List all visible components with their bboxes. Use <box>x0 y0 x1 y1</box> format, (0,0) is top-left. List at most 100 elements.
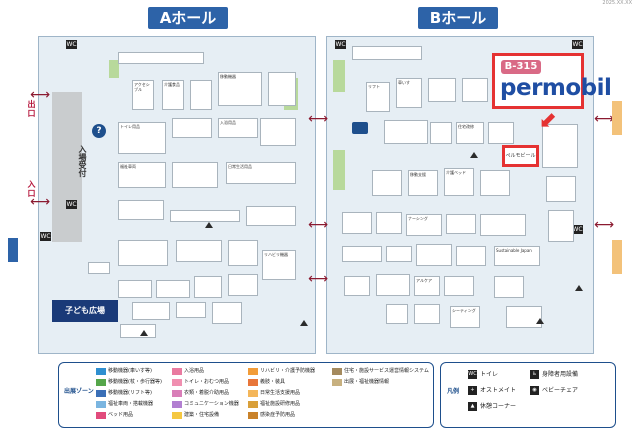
booth-block <box>156 280 190 298</box>
hall-link-arrow-icon: ⟷ <box>308 217 329 233</box>
permobil-booth[interactable]: ペルモビール <box>502 145 539 167</box>
right-gate-sign <box>612 240 622 274</box>
booth-block <box>542 124 578 168</box>
icon-legend-item: ▲休憩コーナー <box>468 402 516 411</box>
icon-legend-label: ベビーチェア <box>542 387 579 394</box>
zone-legend-item: 建築・住宅設備 <box>172 412 219 419</box>
permobil-logo: permobil <box>500 75 612 101</box>
booth-block <box>372 170 402 196</box>
zone-label: ベッド用品 <box>108 412 134 418</box>
entry-gate-label: 入口 <box>27 180 36 198</box>
zone-label: コミュニケーション機器 <box>184 401 239 407</box>
booth-block: 移動支援 <box>408 170 438 196</box>
booth-block: アルケア <box>414 276 440 296</box>
zone-legend-item: 移動機器(リフト等) <box>96 390 152 397</box>
booth-block <box>506 306 542 328</box>
booth-block: 住宅改修 <box>456 122 484 144</box>
booth-block <box>342 246 382 262</box>
zone-legend-item: 義肢・装具 <box>248 379 285 386</box>
icon-legend <box>440 362 616 428</box>
booth-block <box>176 302 206 318</box>
zone-label: 移動機器(杖・歩行器等) <box>108 379 162 385</box>
zone-label: リハビリ・介護予防機器 <box>260 368 316 374</box>
green-area <box>333 150 345 190</box>
ostomy-icon: + <box>468 386 477 395</box>
rest-area-icon: ▲ <box>468 402 477 411</box>
zone-label: 日常生活支援用品 <box>260 390 301 396</box>
zone-color-swatch <box>172 368 182 375</box>
booth-block <box>120 324 156 338</box>
booth-block: 介護食品 <box>162 80 184 110</box>
booth-block <box>414 304 440 324</box>
booth-block <box>170 210 240 222</box>
booth-block <box>444 276 474 296</box>
zone-color-swatch <box>96 379 106 386</box>
exit-arrow-icon: ⟷ <box>30 87 51 103</box>
booth-block <box>462 78 488 102</box>
booth-block: リハビリ機器 <box>262 250 296 280</box>
booth-block: トイレ用品 <box>118 122 166 154</box>
booth-block <box>228 240 258 266</box>
icon-legend-item: +オストメイト <box>468 386 516 395</box>
booth-block <box>260 118 296 146</box>
booth-block: 入浴用品 <box>218 118 258 138</box>
zone-legend-item: コミュニケーション機器 <box>172 401 239 408</box>
rest-area-icon <box>205 222 213 228</box>
booth-block <box>416 244 452 266</box>
booth-block <box>494 276 524 298</box>
zone-legend-item: 住宅・施設サービス運営情報システム <box>332 368 429 375</box>
rest-area-icon <box>470 152 478 158</box>
toilet-icon: WC <box>572 40 583 49</box>
zone-label: 福祉施設研修用品 <box>260 401 301 407</box>
date-stamp: 2025.XX.XX <box>602 0 632 6</box>
rest-area-icon <box>536 318 544 324</box>
zone-color-swatch <box>172 390 182 397</box>
rest-area-icon <box>140 330 148 336</box>
zone-label: 義肢・装具 <box>260 379 286 385</box>
info-sign <box>8 238 18 262</box>
booth-block <box>172 162 218 188</box>
booth-block <box>386 304 408 324</box>
booth-block: アクセシブル <box>132 80 154 110</box>
right-gate-sign <box>612 101 622 135</box>
zone-label: 福祉車両・搭載機器 <box>108 401 154 407</box>
zone-legend-item: 移動機器(杖・歩行器等) <box>96 379 162 386</box>
booth-block <box>172 118 212 138</box>
accessible-toilet-icon: ♿ <box>530 370 539 379</box>
booth-block <box>342 212 372 234</box>
zone-color-swatch <box>96 390 106 397</box>
booth-block: 車いす <box>396 78 422 108</box>
zone-color-swatch <box>248 401 258 408</box>
zone-label: トイレ・おむつ用品 <box>184 379 230 385</box>
kids-area: 子ども広場 <box>52 300 118 322</box>
zone-legend-item: 移動機器(車いす等) <box>96 368 152 375</box>
hall-a-title: Aホール <box>148 7 228 29</box>
toilet-icon: WC <box>40 232 51 241</box>
right-gate-arrow-icon: ⟷ <box>594 111 615 127</box>
information-icon: ? <box>92 124 106 138</box>
booth-block <box>384 120 428 144</box>
booth-block: ナーシング <box>406 214 442 236</box>
icon-legend-item: ♿身障者用設備 <box>530 370 578 379</box>
booth-block <box>376 274 410 296</box>
exit-gate-label: 出口 <box>27 100 36 118</box>
zone-color-swatch <box>172 401 182 408</box>
zone-label: 入浴用品 <box>184 368 205 374</box>
zone-label: 感染症予防用品 <box>260 412 296 418</box>
icon-legend-label: オストメイト <box>480 387 517 394</box>
toilet-icon: WC <box>66 200 77 209</box>
booth-block: Sustainable Japan <box>494 246 540 266</box>
booth-block <box>176 240 222 262</box>
right-gate-arrow-icon: ⟷ <box>594 217 615 233</box>
toilet-icon: WC <box>335 40 346 49</box>
icon-legend-label: 身障者用設備 <box>542 371 579 378</box>
booth-block <box>428 78 456 102</box>
booth-block: リフト <box>366 82 390 112</box>
zone-legend <box>58 362 434 428</box>
toilet-icon: WC <box>468 370 477 379</box>
zone-color-swatch <box>332 368 342 375</box>
zone-color-swatch <box>248 412 258 419</box>
booth-block <box>118 280 152 298</box>
booth-block <box>212 302 242 324</box>
booth-block <box>480 214 526 236</box>
